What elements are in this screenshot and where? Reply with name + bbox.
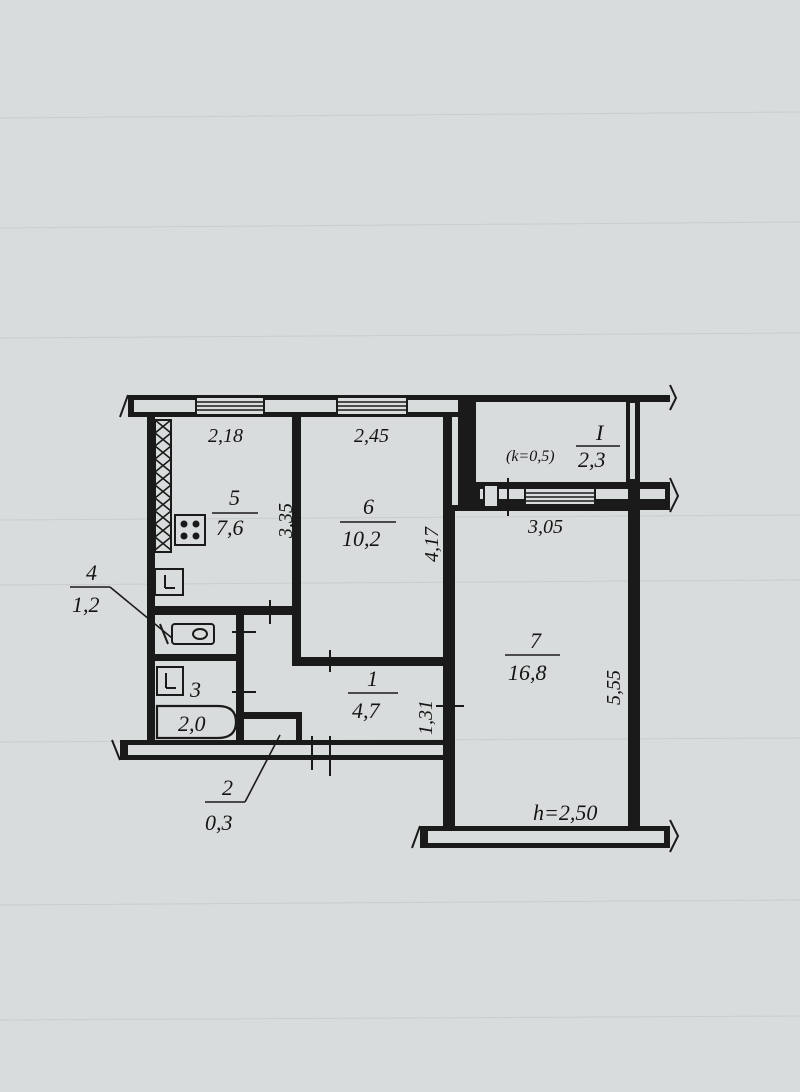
room-wc-area: 1,2: [72, 592, 100, 617]
balcony-number: I: [595, 420, 605, 445]
wall-living-right: [628, 484, 640, 828]
room-living-number: 7: [530, 628, 542, 653]
window-living: [524, 487, 596, 506]
walls: [111, 384, 680, 853]
stove-icon: [174, 514, 206, 546]
kitchen-fixtures: [153, 419, 206, 596]
wall-kitchen-bottom: [152, 606, 297, 615]
window-bedroom: [336, 396, 408, 416]
leader-lines: [70, 445, 620, 803]
ceiling-height: h=2,50: [533, 800, 597, 825]
room-bedroom-number: 6: [363, 494, 374, 519]
wall-bedroom-hall: [292, 657, 452, 666]
dim-kitchen-width: 2,18: [208, 425, 243, 447]
dim-hall-width: 1,31: [415, 700, 437, 735]
room-bedroom-area: 10,2: [342, 526, 381, 551]
balcony-coefficient: (k=0,5): [506, 448, 555, 465]
paper-lines: [0, 111, 800, 1021]
bathtub-icon: [155, 704, 238, 740]
wall-closet-right: [296, 712, 302, 742]
room-hall-number: 1: [367, 666, 378, 691]
balcony-area: 2,3: [578, 447, 606, 472]
balcony-wall-left: [458, 395, 476, 510]
dim-kitchen-depth: 3,35: [275, 503, 297, 539]
dim-living-width: 3,05: [527, 516, 563, 538]
dim-bedroom-width: 2,45: [354, 425, 389, 447]
room-closet-number: 2: [222, 775, 233, 800]
room-kitchen-area: 7,6: [216, 515, 244, 540]
washbasin-icon: [156, 666, 184, 696]
wall-wc-right: [236, 612, 244, 744]
room-closet-area: 0,3: [205, 810, 233, 835]
dim-bedroom-depth: 4,17: [421, 526, 443, 562]
room-living-area: 16,8: [508, 660, 547, 685]
room-wc-number: 4: [86, 560, 97, 585]
towel-rail-icon: [248, 713, 292, 719]
room-bath-area: 2,0: [178, 711, 206, 736]
door-marks: [232, 478, 509, 776]
outer-wall-left: [147, 417, 155, 743]
wall-kitchen-bedroom: [292, 417, 301, 613]
toilet-icon: [159, 623, 215, 645]
room-hall-area: 4,7: [352, 698, 381, 723]
windows: [195, 396, 596, 508]
wc-fixtures: [159, 623, 215, 645]
window-kitchen: [195, 396, 265, 416]
balcony-wall-top: [470, 395, 670, 402]
room-bath-number: 3: [189, 677, 201, 702]
wall-bedroom-hall-left: [292, 612, 301, 666]
dim-living-depth: 5,55: [603, 670, 625, 705]
wall-living-top: [443, 505, 640, 511]
labels: 2,18 2,45 3,05 3,35 4,17 1,31 5,55 5 7,6…: [72, 420, 625, 835]
bath-fixtures: [155, 666, 292, 740]
sink-icon: [154, 568, 184, 596]
balcony-door: [483, 484, 499, 508]
wall-living-left-low: [443, 695, 455, 828]
room-kitchen-number: 5: [229, 485, 240, 510]
wall-wc-bottom: [152, 654, 242, 661]
